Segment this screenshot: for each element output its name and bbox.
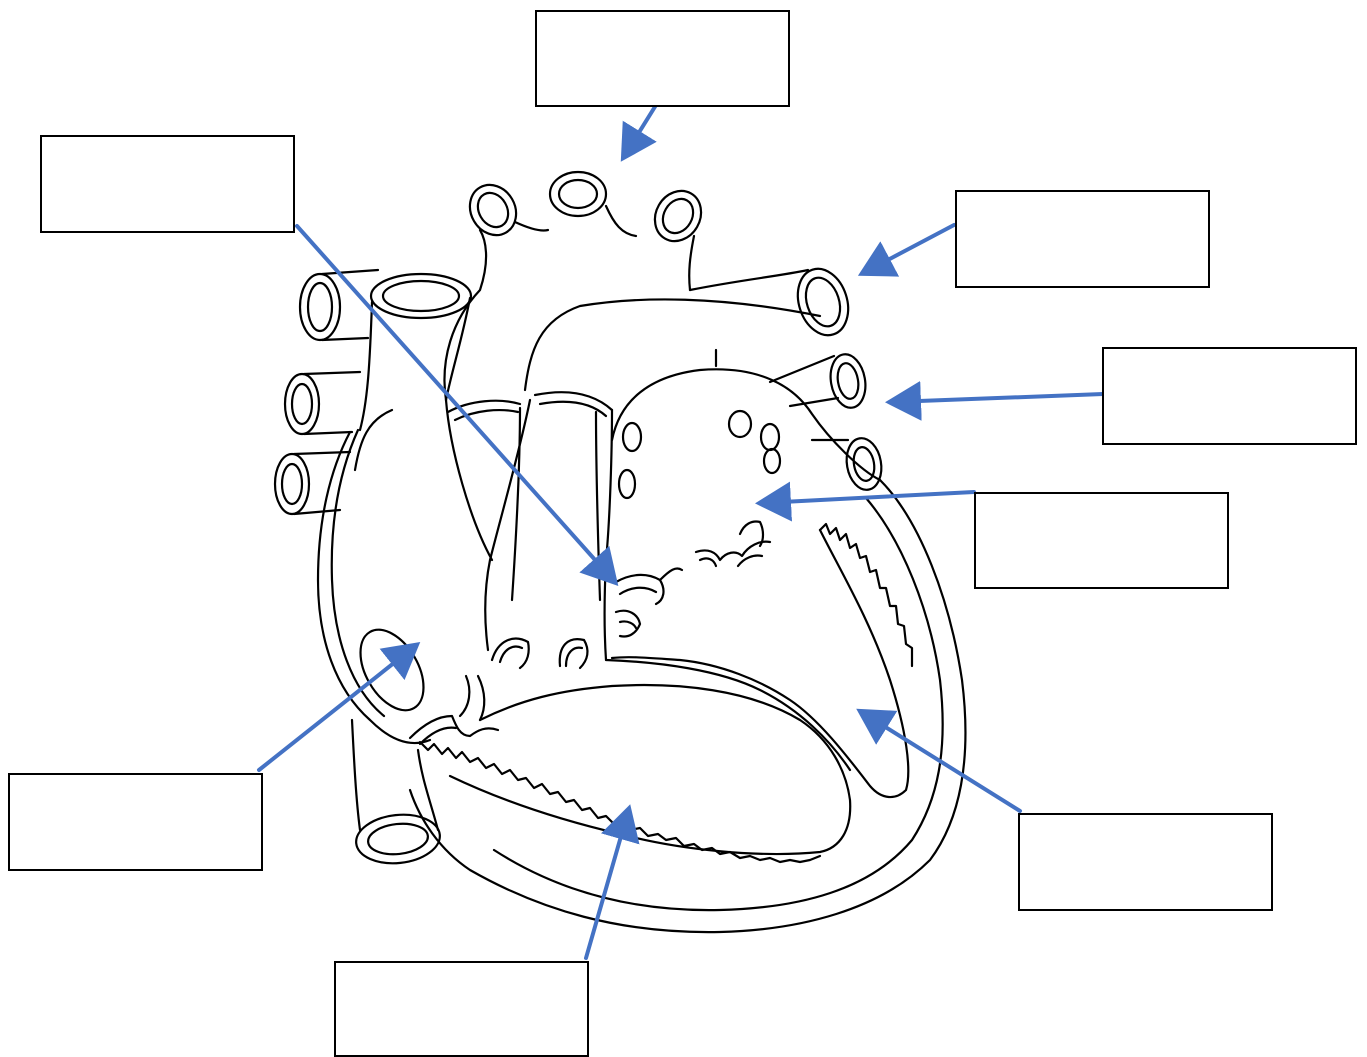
- pulmonary-valve: [490, 637, 589, 670]
- right-ventricle: [418, 683, 852, 864]
- arrow-bottom-left: [257, 642, 421, 772]
- label-arrows: [257, 95, 1105, 960]
- right-atrium: [316, 408, 432, 745]
- left-atrium: [610, 353, 883, 500]
- pulmonary-trunk: [444, 391, 614, 662]
- arrow-bottom-center: [584, 804, 640, 960]
- arrow-top-left: [295, 224, 619, 586]
- label-box-bottom-left[interactable]: [8, 773, 263, 871]
- arrow-right-3: [755, 481, 976, 522]
- superior-vena-cava: [358, 272, 473, 432]
- inferior-vena-cava: [350, 718, 441, 865]
- arrow-right-1: [857, 223, 956, 277]
- label-box-top-left[interactable]: [40, 135, 295, 233]
- label-box-right-1[interactable]: [955, 190, 1210, 288]
- tricuspid-valve: [408, 674, 500, 746]
- label-box-bottom-right[interactable]: [1018, 813, 1273, 911]
- left-ventricle: [610, 522, 914, 799]
- aortic-arch: [443, 170, 850, 402]
- aortic-valve: [614, 567, 684, 638]
- heart-outer-wall: [408, 478, 967, 934]
- arrow-bottom-right: [856, 708, 1022, 813]
- mitral-valve: [694, 520, 772, 568]
- label-box-top-center[interactable]: [535, 10, 790, 107]
- interventricular-septum: [604, 658, 852, 772]
- label-box-right-2[interactable]: [1102, 347, 1357, 445]
- arrow-right-2: [885, 380, 1105, 421]
- right-pulmonary-veins: [273, 268, 380, 516]
- label-box-bottom-center[interactable]: [334, 961, 589, 1057]
- label-box-right-3[interactable]: [974, 492, 1229, 589]
